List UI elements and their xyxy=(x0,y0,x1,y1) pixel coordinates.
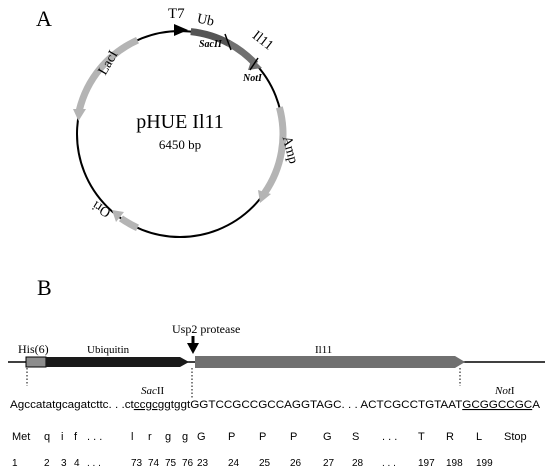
t7-label: T7 xyxy=(168,6,185,22)
t7-arrowhead xyxy=(174,24,188,36)
seq-noti-site: GCGGCCGC xyxy=(462,399,532,411)
residue-letter: . . . xyxy=(382,431,397,443)
residue-number: 197 xyxy=(418,458,435,469)
residue-letter: L xyxy=(476,431,482,443)
residue-number: 198 xyxy=(446,458,463,469)
residue-letter: f xyxy=(74,431,78,443)
residue-number: 74 xyxy=(148,458,160,469)
residue-letter: G xyxy=(197,431,206,443)
seq-sacii-label: SacII xyxy=(141,385,165,397)
residue-letter: S xyxy=(352,431,359,443)
residue-number: 76 xyxy=(182,458,194,469)
residue-letter: l xyxy=(131,431,133,443)
residue-letter: q xyxy=(44,431,50,443)
residue-letter: Stop xyxy=(504,431,527,443)
sacii-label: SacII xyxy=(199,39,223,50)
residue-number: . . . xyxy=(87,458,101,469)
ubiquitin-label: Ubiquitin xyxy=(87,344,130,356)
residue-letter: G xyxy=(323,431,332,443)
residue-letter: i xyxy=(61,431,63,443)
il11-label: Il11 xyxy=(249,28,276,53)
seq-part-4: tgg xyxy=(171,399,187,411)
residue-number: 1 xyxy=(12,458,18,469)
ori-arc xyxy=(118,215,140,231)
residue-number: 4 xyxy=(74,458,80,469)
residue-letter: r xyxy=(148,431,152,443)
residue-letter: P xyxy=(259,431,266,443)
laci-arrowhead xyxy=(73,109,86,121)
residues-group: Met 1 q 2 i 3 f 4 . . . . . . l 73 r 74 g 75 g 76 G 23 P 24 P 2… xyxy=(12,431,527,469)
residue-number: 73 xyxy=(131,458,143,469)
residue-number: 75 xyxy=(165,458,177,469)
il11-construct-label: Il11 xyxy=(315,344,332,356)
laci-arc xyxy=(75,37,139,112)
his-box xyxy=(25,356,47,368)
ub-label: Ub xyxy=(196,11,216,29)
sacii-tick xyxy=(224,33,232,51)
plasmid-name: pHUE Il11 xyxy=(136,111,224,133)
amp-arrowhead xyxy=(258,190,271,203)
ubiquitin-arrow xyxy=(46,357,189,367)
seq-part-2: ct xyxy=(125,399,134,411)
sacii-italic: Sac xyxy=(141,385,157,397)
protease-label: Usp2 protease xyxy=(172,322,240,336)
seq-part-1: Agccatatgcagatcttc. . . xyxy=(10,399,125,411)
residue-letter: . . . xyxy=(87,431,102,443)
residue-number: 26 xyxy=(290,458,302,469)
il11-arrow xyxy=(195,356,465,368)
seq-part-7: A xyxy=(532,399,540,411)
residue-number: 25 xyxy=(259,458,271,469)
residue-letter: Met xyxy=(12,431,30,443)
residue-letter: P xyxy=(228,431,235,443)
noti-tick xyxy=(249,57,259,71)
residue-letter: R xyxy=(446,431,454,443)
residue-number: 27 xyxy=(323,458,335,469)
residue-number: 199 xyxy=(476,458,493,469)
residue-number: 23 xyxy=(197,458,209,469)
residue-number: 2 xyxy=(44,458,50,469)
noti-label: NotI xyxy=(242,73,263,84)
amp-arc xyxy=(261,106,287,196)
residue-letter: P xyxy=(290,431,297,443)
protease-arrowhead xyxy=(187,343,199,354)
his-label: His(6) xyxy=(18,342,49,356)
residue-number: 3 xyxy=(61,458,67,469)
seq-sacii-site: ccgcgg xyxy=(134,399,171,411)
noti-italic: Not xyxy=(494,385,512,397)
amp-label: Amp xyxy=(279,135,301,166)
residue-letter: g xyxy=(182,431,188,443)
noti-suffix: I xyxy=(511,385,515,397)
residue-number: 28 xyxy=(352,458,364,469)
panel-a-label: A xyxy=(36,6,52,31)
residue-number: . . . xyxy=(382,458,396,469)
residue-letter: g xyxy=(165,431,171,443)
ori-arrowhead xyxy=(112,210,124,222)
plasmid-size: 6450 bp xyxy=(159,137,201,152)
ori-label: Ori xyxy=(90,197,114,220)
sacii-suffix: II xyxy=(157,385,165,397)
residue-letter: T xyxy=(418,431,425,443)
residue-number: 24 xyxy=(228,458,240,469)
seq-part-5: tGGTCCGCCGCCAGGTAGC. . . ACTCGCCTGTAAT xyxy=(187,399,463,411)
seq-noti-label: NotI xyxy=(494,385,515,397)
panel-b-label: B xyxy=(37,275,52,300)
